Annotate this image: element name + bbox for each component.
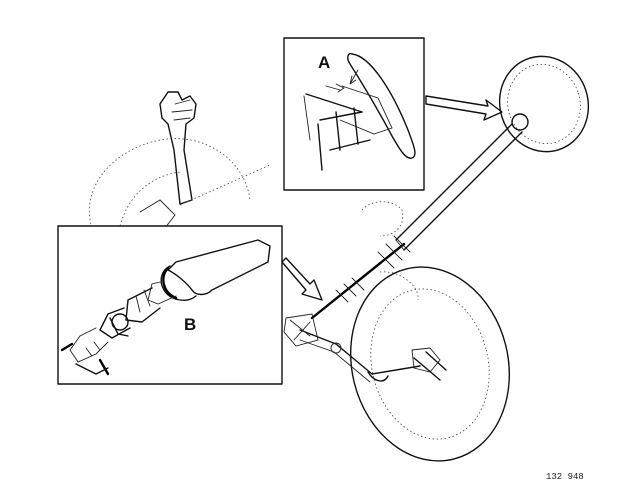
steering-rack [283, 313, 447, 383]
bulkhead-outline [361, 201, 419, 301]
steering-wheel [498, 55, 590, 153]
left-wheel-assembly [88, 91, 271, 229]
detail-a-label: A [318, 53, 330, 72]
callout-arrow-a [425, 95, 503, 121]
detail-a-box: A [283, 37, 425, 191]
callout-arrow-b [281, 257, 323, 301]
front-right-wheel [349, 266, 511, 462]
detail-b-label: B [184, 315, 196, 334]
detail-b-box: B [57, 225, 283, 385]
reference-code: 132 948 [546, 472, 584, 482]
steering-column [310, 123, 523, 320]
